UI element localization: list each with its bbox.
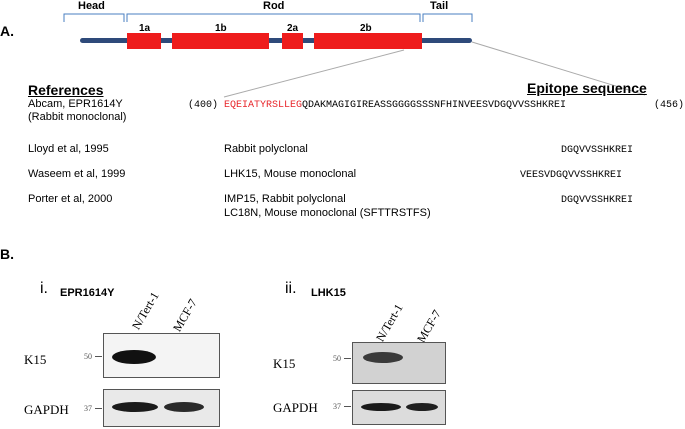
ref-lloyd: Lloyd et al, 1995	[28, 143, 109, 155]
epitope-header: Epitope sequence	[527, 80, 647, 96]
blot-ii-lane-ntert: N/Tert-1	[373, 301, 406, 344]
abcam-epitope-sequence: EQEIATYRSLLEGQDAKMAGIGIREASSGGGGSSSNFHIN…	[224, 100, 566, 111]
blot-i-gapdh-band-mcf7	[164, 402, 204, 412]
domain-brackets	[63, 13, 473, 22]
blot-ii-mw-50: 50	[333, 354, 341, 363]
epitope-start: (400)	[188, 100, 219, 111]
blot-ii-k15-membrane	[352, 342, 446, 384]
epitope-lloyd: DGQVVSSHKREI	[561, 145, 634, 156]
blot-i-mw-37-tick	[95, 408, 102, 409]
epitope-end: (456)	[654, 100, 685, 111]
blot-i-k15-label: K15	[24, 352, 47, 367]
blot-i-k15-membrane	[103, 333, 220, 378]
head-label: Head	[78, 0, 105, 12]
blot-i-antibody: EPR1614Y	[60, 287, 115, 299]
antibody-porter-2: LC18N, Mouse monoclonal (SFTTRSTFS)	[224, 207, 431, 219]
ref-waseem: Waseem et al, 1999	[28, 168, 126, 180]
blot-i-lane-ntert: N/Tert-1	[129, 289, 162, 332]
panel-b-label: B.	[0, 246, 14, 262]
blot-ii-gapdh-label: GAPDH	[273, 400, 318, 415]
blot-i-mw-50-tick	[95, 356, 102, 357]
blot-ii-mw-37: 37	[333, 402, 341, 411]
blot-ii-k15-label: K15	[273, 356, 296, 371]
blot-ii-k15-band-ntert	[363, 352, 403, 363]
zoom-line-right	[471, 41, 646, 96]
tail-bracket	[422, 13, 473, 22]
abcam-type: (Rabbit monoclonal)	[28, 111, 127, 123]
blot-i-mw-50: 50	[84, 352, 92, 361]
zoom-line-left	[223, 49, 405, 98]
blot-i-index: i.	[40, 280, 48, 297]
epitope-waseem: VEESVDGQVVSSHKREI	[520, 170, 623, 181]
blot-i-lane-mcf7: MCF-7	[170, 296, 200, 334]
segment-2b-label: 2b	[360, 23, 372, 34]
blot-ii-lane-mcf7: MCF-7	[414, 307, 444, 345]
segment-1a-label: 1a	[139, 23, 151, 34]
tail-label: Tail	[430, 0, 449, 12]
k15-domain-diagram	[63, 13, 646, 98]
blot-ii-mw-37-tick	[344, 406, 351, 407]
epitope-rest: QDAKMAGIGIREASSGGGGSSSNFHINVEESVDGQVVSSH…	[302, 100, 567, 111]
references-header: References	[28, 82, 104, 98]
segment-1a	[127, 33, 161, 49]
blot-ii-gapdh-band-mcf7	[406, 403, 438, 411]
antibody-porter-1: IMP15, Rabbit polyclonal	[224, 193, 346, 205]
antibody-waseem: LHK15, Mouse monoclonal	[224, 168, 357, 180]
antibody-lloyd: Rabbit polyclonal	[224, 143, 308, 155]
blot-ii-gapdh-membrane	[352, 390, 446, 425]
segment-2b	[314, 33, 422, 49]
segment-1b	[172, 33, 269, 49]
blot-i-gapdh-band-ntert	[112, 402, 158, 412]
ref-porter: Porter et al, 2000	[28, 193, 113, 205]
rod-label: Rod	[263, 0, 285, 12]
epitope-porter: DGQVVSSHKREI	[561, 195, 634, 206]
blot-ii-gapdh-band-ntert	[361, 403, 401, 411]
blot-i-gapdh-label: GAPDH	[24, 402, 69, 417]
head-bracket	[63, 13, 125, 22]
blot-i-k15-band-ntert	[112, 350, 156, 364]
segment-1b-label: 1b	[215, 23, 227, 34]
panel-a-label: A.	[0, 23, 14, 39]
segment-2a	[282, 33, 303, 49]
blot-i-gapdh-membrane	[103, 389, 220, 427]
blot-ii-antibody: LHK15	[311, 287, 346, 299]
blot-ii-index: ii.	[285, 280, 297, 297]
abcam-source: Abcam, EPR1614Y	[28, 98, 123, 110]
rod-bracket	[126, 13, 421, 22]
segment-2a-label: 2a	[287, 23, 299, 34]
epitope-highlight: EQEIATYRSLLEG	[224, 100, 303, 111]
blot-ii-mw-50-tick	[344, 358, 351, 359]
blot-i-mw-37: 37	[84, 404, 92, 413]
